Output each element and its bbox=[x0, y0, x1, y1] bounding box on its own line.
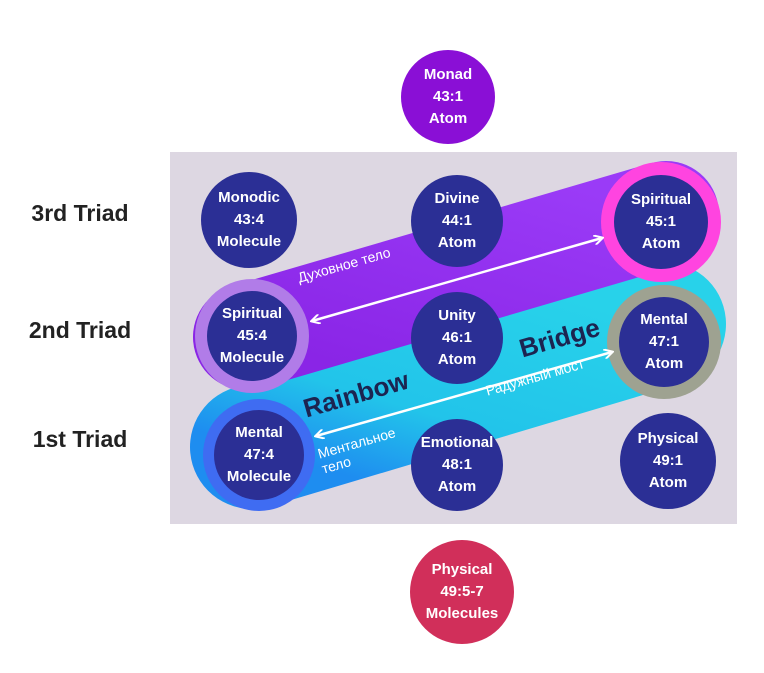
node-code: 49:1 bbox=[652, 452, 684, 469]
divine-atom-node: Divine 44:1 Atom bbox=[411, 175, 503, 267]
spiritual-atom-node: Spiritual 45:1 Atom bbox=[614, 175, 708, 269]
monodic-molecule-node: Monodic 43:4 Molecule bbox=[201, 172, 297, 268]
spiritual-body-arrow bbox=[312, 238, 602, 321]
node-code: 47:1 bbox=[648, 333, 680, 350]
physical-atom-node: Physical 49:1 Atom bbox=[620, 413, 716, 509]
node-title: Divine bbox=[434, 190, 480, 207]
node-kind: Atom bbox=[428, 110, 468, 127]
node-title: Mental bbox=[640, 311, 688, 328]
mental-molecule-node: Mental 47:4 Molecule bbox=[214, 410, 304, 500]
node-code: 45:1 bbox=[645, 213, 677, 230]
node-title: Spiritual bbox=[221, 305, 282, 322]
node-title: Mental bbox=[235, 424, 283, 441]
monad-atom-node: Monad 43:1 Atom bbox=[401, 50, 495, 144]
unity-atom-node: Unity 46:1 Atom bbox=[411, 292, 503, 384]
node-kind: Molecule bbox=[226, 468, 292, 485]
node-kind: Atom bbox=[437, 478, 477, 495]
node-code: 43:4 bbox=[233, 211, 265, 228]
node-title: Monodic bbox=[218, 189, 280, 206]
node-code: 43:1 bbox=[432, 88, 464, 105]
node-title: Unity bbox=[438, 307, 476, 324]
node-code: 46:1 bbox=[441, 329, 473, 346]
node-kind: Atom bbox=[648, 474, 688, 491]
triad-label-1st: 1st Triad bbox=[32, 426, 128, 452]
node-title: Physical bbox=[637, 430, 699, 447]
node-kind: Molecules bbox=[425, 605, 499, 622]
node-code: 49:5-7 bbox=[440, 583, 484, 600]
node-title: Emotional bbox=[420, 434, 494, 451]
rainbow-bridge-arrow bbox=[316, 352, 612, 436]
node-code: 44:1 bbox=[441, 212, 473, 229]
triad-label-3rd: 3rd Triad bbox=[31, 200, 129, 226]
node-kind: Atom bbox=[437, 351, 477, 368]
spiritual-molecule-node: Spiritual 45:4 Molecule bbox=[207, 291, 297, 381]
mental-atom-node: Mental 47:1 Atom bbox=[619, 297, 709, 387]
node-kind: Molecule bbox=[216, 233, 282, 250]
node-kind: Atom bbox=[641, 235, 681, 252]
triad-label-2nd: 2nd Triad bbox=[28, 317, 132, 343]
node-title: Spiritual bbox=[630, 191, 691, 208]
node-title: Physical bbox=[431, 561, 493, 578]
node-code: 47:4 bbox=[243, 446, 275, 463]
node-kind: Molecule bbox=[219, 349, 285, 366]
physical-molecules-node: Physical 49:5-7 Molecules bbox=[410, 540, 514, 644]
emotional-atom-node: Emotional 48:1 Atom bbox=[411, 419, 503, 511]
node-title: Monad bbox=[423, 66, 473, 83]
node-code: 45:4 bbox=[236, 327, 268, 344]
node-code: 48:1 bbox=[441, 456, 473, 473]
node-kind: Atom bbox=[437, 234, 477, 251]
node-kind: Atom bbox=[644, 355, 684, 372]
